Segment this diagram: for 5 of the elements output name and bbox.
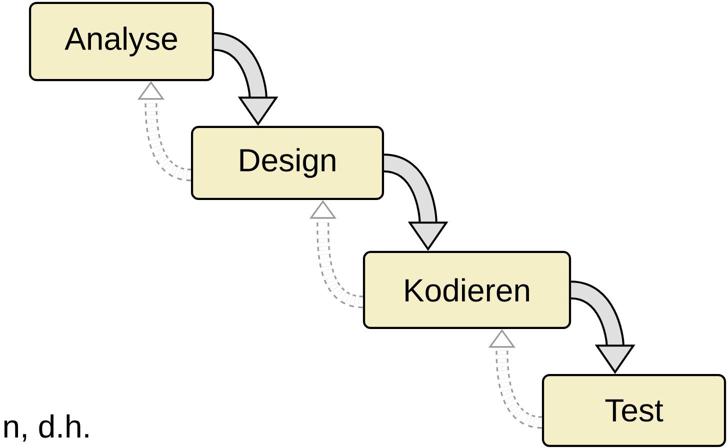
- process-box: Design: [190, 126, 384, 200]
- process-box: Test: [542, 374, 726, 448]
- process-box: Kodieren: [362, 250, 572, 330]
- process-box: Analyse: [28, 2, 214, 82]
- note-text: n, d.h.: [4, 414, 88, 442]
